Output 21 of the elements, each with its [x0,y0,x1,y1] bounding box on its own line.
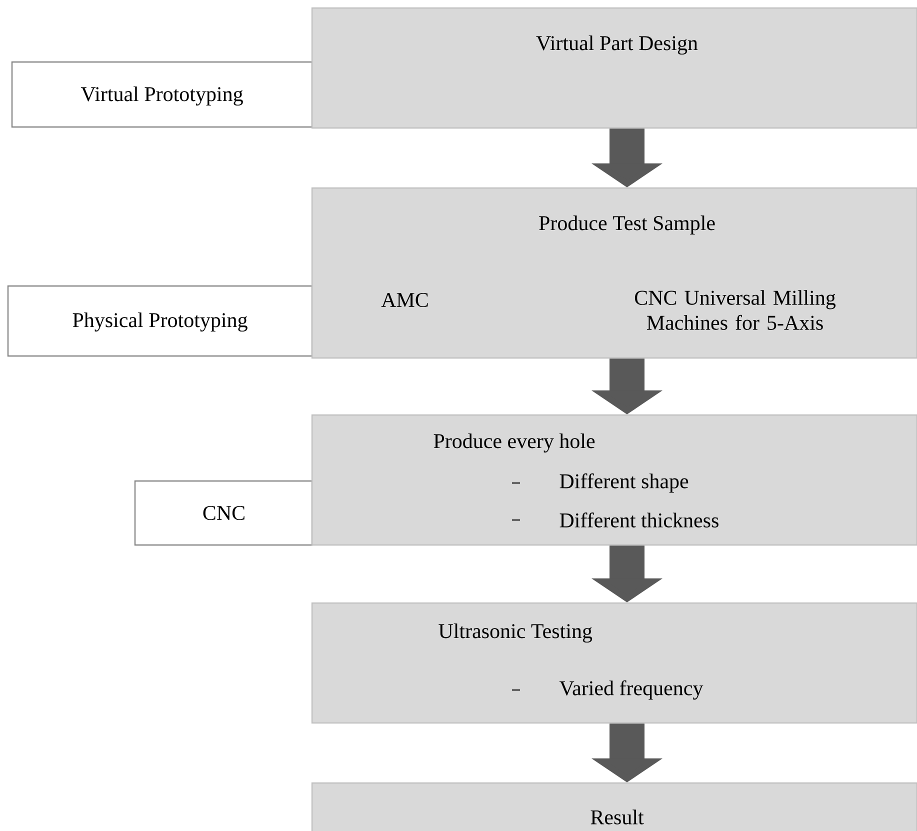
process-box [311,782,917,831]
bullet-item: Different thickness [512,512,718,528]
box-title: Produce Test Sample [539,215,715,235]
box-label: Physical Prototyping [72,312,248,332]
box-title: Ultrasonic Testing [438,623,592,643]
bullet-item: Varied frequency [512,680,704,700]
bullet-item: Different shape [512,473,688,493]
box-title: Virtual Part Design [536,35,698,55]
box-title: Produce every hole [434,433,595,453]
label-box [11,61,313,128]
process-box [311,7,917,129]
process-box [311,602,917,724]
box-text: CNC Universal Milling Machines for 5-Axis [634,290,836,330]
box-label: Virtual Prototyping [80,86,243,106]
box-title: Result [590,810,644,824]
label-box [7,285,313,357]
process-box [311,187,917,359]
box-label: CNC [203,506,244,520]
label-box [134,480,313,546]
box-text: AMC [381,292,428,308]
process-box [311,414,917,546]
